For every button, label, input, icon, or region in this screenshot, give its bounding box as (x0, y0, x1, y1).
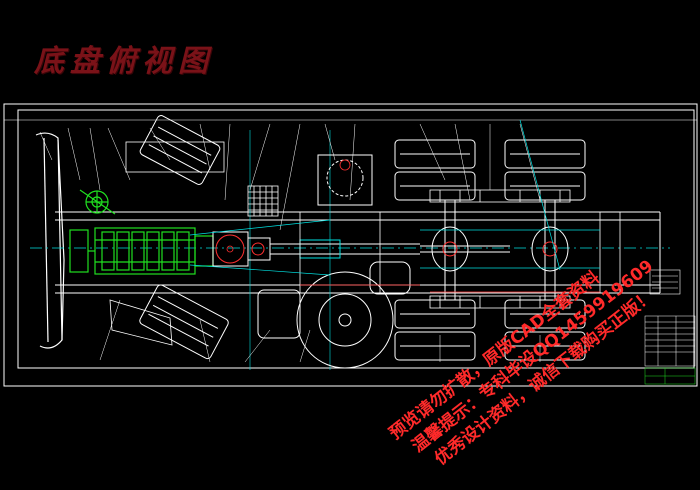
leader-lines (39, 123, 541, 363)
battery-box (247, 185, 279, 217)
air-tanks (257, 261, 411, 339)
outer-frame (3, 103, 698, 387)
red-accents (226, 159, 600, 293)
front-wheel-top (125, 115, 225, 185)
rear-springs (429, 189, 571, 309)
steering-assembly (79, 189, 116, 215)
front-bumper (35, 132, 65, 349)
inner-frame (17, 109, 695, 369)
parts-list (644, 315, 696, 385)
rear-wheels-bottom (394, 299, 586, 361)
spare-wheel (296, 271, 394, 369)
legend-box (649, 269, 681, 295)
watermark: 预览请勿扩散，原版CAD全套资料 温馨提示：专科毕设QQ1459919609 优… (385, 255, 658, 469)
fuel-tank (317, 154, 373, 206)
rear-axles (431, 200, 569, 300)
front-wheel-bottom (109, 284, 229, 360)
cyan-accents (189, 119, 600, 276)
frame-rails (55, 211, 661, 294)
cross-members (299, 212, 621, 293)
engine-block (69, 227, 214, 275)
transmission (212, 231, 271, 267)
drive-shaft (270, 239, 510, 259)
drawing-title: 底盘俯视图 (34, 44, 214, 79)
